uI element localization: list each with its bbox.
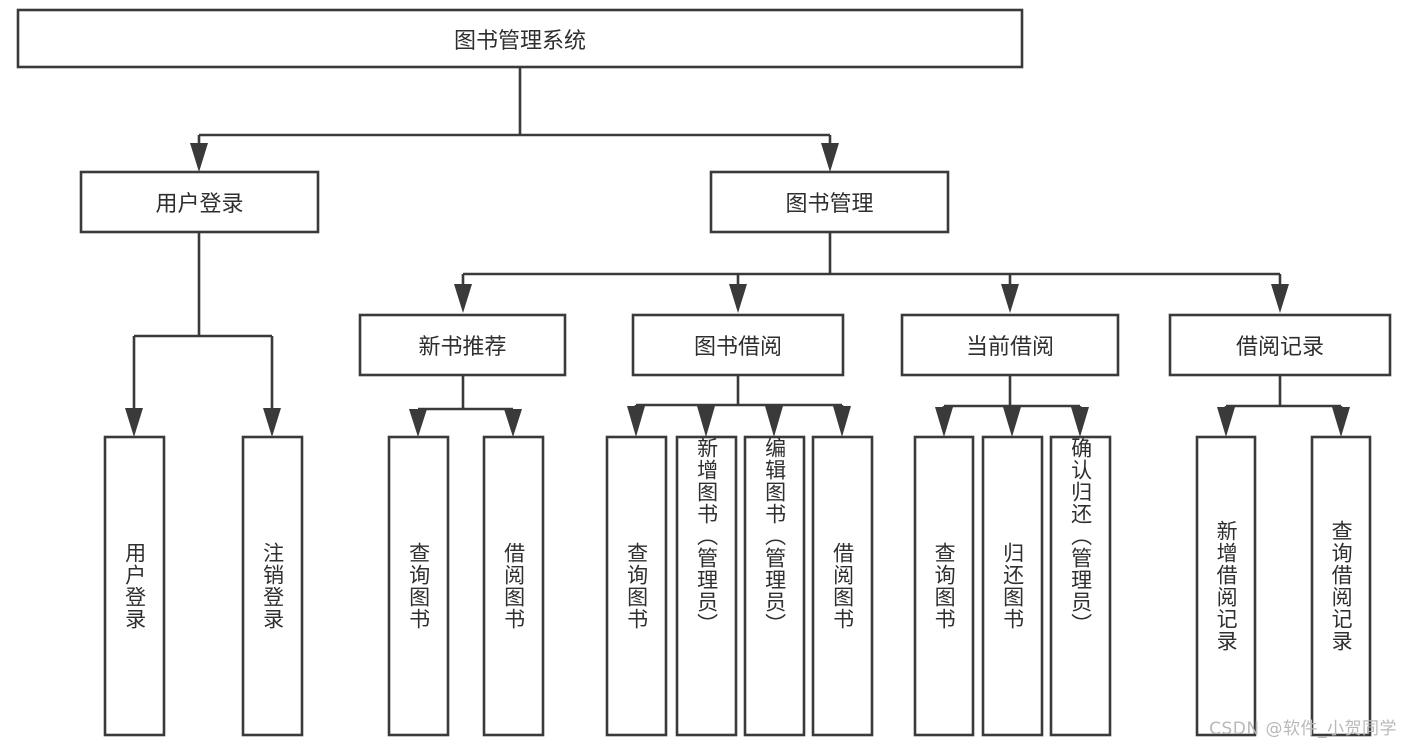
- arrow-book-borrow-leaf1: [627, 406, 645, 437]
- arrow-book-mgmt-to-borrow-record: [1271, 284, 1289, 313]
- arrow-book-borrow-leaf4: [833, 406, 851, 437]
- node-leaf-borrow-book-recommend[interactable]: [482, 435, 545, 737]
- arrow-book-mgmt-to-current-borrow: [1001, 284, 1019, 313]
- node-borrow-record[interactable]: [1168, 313, 1392, 377]
- node-leaf-confirm-return-admin[interactable]: [1049, 435, 1112, 737]
- arrow-user-login-leaf1: [125, 408, 143, 437]
- node-leaf-add-book-admin[interactable]: [675, 435, 738, 737]
- node-book-management[interactable]: [709, 170, 950, 234]
- node-leaf-query-book-borrow[interactable]: [605, 435, 668, 737]
- node-leaf-logout[interactable]: [241, 435, 304, 737]
- node-current-borrow[interactable]: [900, 313, 1120, 377]
- arrow-current-borrow-leaf2: [1003, 407, 1021, 437]
- node-leaf-edit-book-admin[interactable]: [743, 435, 806, 737]
- arrow-new-book-leaf1: [409, 409, 427, 437]
- node-leaf-query-book-current[interactable]: [913, 435, 975, 737]
- arrow-book-borrow-leaf3: [765, 406, 783, 437]
- node-user-login[interactable]: [79, 170, 320, 234]
- arrow-book-borrow-leaf2: [697, 406, 715, 437]
- arrow-book-mgmt-to-book-borrow: [729, 284, 747, 313]
- node-new-book-recommend[interactable]: [358, 313, 567, 377]
- arrow-book-mgmt-to-new-book: [454, 284, 472, 313]
- arrow-borrow-record-leaf2: [1332, 407, 1350, 437]
- arrow-user-login-leaf2: [263, 408, 281, 437]
- node-leaf-user-login[interactable]: [103, 435, 166, 737]
- node-leaf-return-book[interactable]: [981, 435, 1044, 737]
- arrow-current-borrow-leaf1: [935, 407, 953, 437]
- node-leaf-query-borrow-record[interactable]: [1310, 435, 1372, 737]
- arrow-new-book-leaf2: [504, 409, 522, 437]
- node-leaf-borrow-book[interactable]: [811, 435, 874, 737]
- node-leaf-query-book-recommend[interactable]: [387, 435, 450, 737]
- arrow-root-to-book-mgmt: [821, 143, 839, 172]
- arrow-current-borrow-leaf3: [1071, 407, 1089, 437]
- arrow-root-to-user-login: [190, 143, 208, 172]
- node-book-borrow[interactable]: [631, 313, 845, 377]
- node-root-book-management-system[interactable]: [16, 8, 1024, 69]
- arrow-borrow-record-leaf1: [1217, 407, 1235, 437]
- csdn-watermark: CSDN @软件_小贺同学: [1209, 719, 1397, 739]
- node-leaf-add-borrow-record[interactable]: [1195, 435, 1257, 737]
